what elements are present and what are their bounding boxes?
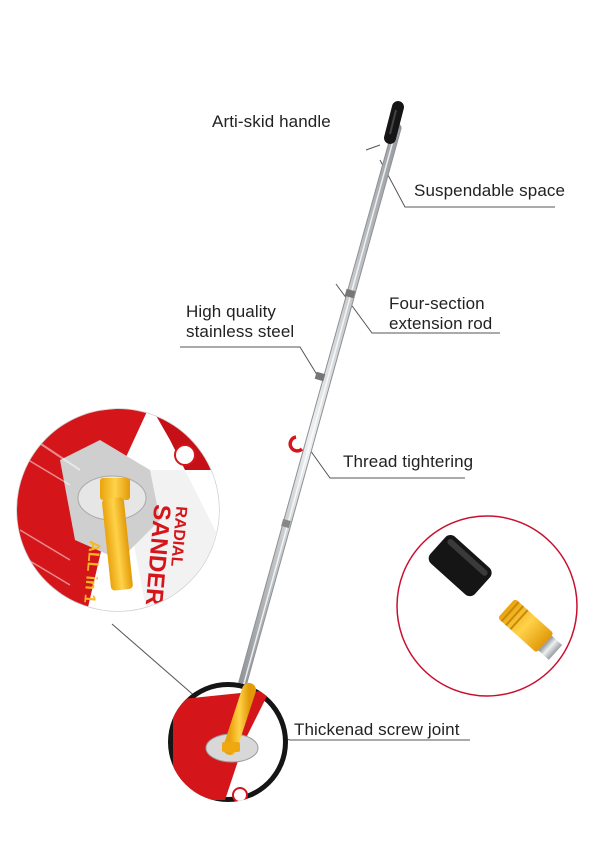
label-thread-tightening: Thread tightering xyxy=(343,452,474,471)
label-screw-joint: Thickenad screw joint xyxy=(294,720,460,739)
telescopic-rod xyxy=(233,123,402,705)
box-brand-line1: RADIAL xyxy=(167,506,189,568)
anti-skid-grip xyxy=(384,101,404,144)
label-extension-rod: Four-section extension rod xyxy=(389,294,492,334)
label-stainless-steel: High quality stainless steel xyxy=(186,302,294,342)
label-stainless-steel-line2: stainless steel xyxy=(186,322,295,341)
label-anti-skid-handle: Arti-skid handle xyxy=(212,112,331,131)
label-stainless-steel-line1: High quality xyxy=(186,302,277,321)
black-end-cap xyxy=(428,535,492,597)
label-extension-rod-line2: extension rod xyxy=(389,314,493,333)
label-suspendable-space: Suspendable space xyxy=(414,181,566,200)
thread-ring-marker xyxy=(288,435,304,453)
sander-base-pad xyxy=(168,682,288,802)
zoom-circle-joint xyxy=(396,515,578,697)
yellow-threaded-joint xyxy=(498,599,563,660)
label-extension-rod-line1: Four-section xyxy=(389,294,485,313)
box-tag: ALL in 1 xyxy=(80,540,102,604)
zoom-circle-box: RADIAL SANDER ALL in 1 xyxy=(16,408,220,612)
